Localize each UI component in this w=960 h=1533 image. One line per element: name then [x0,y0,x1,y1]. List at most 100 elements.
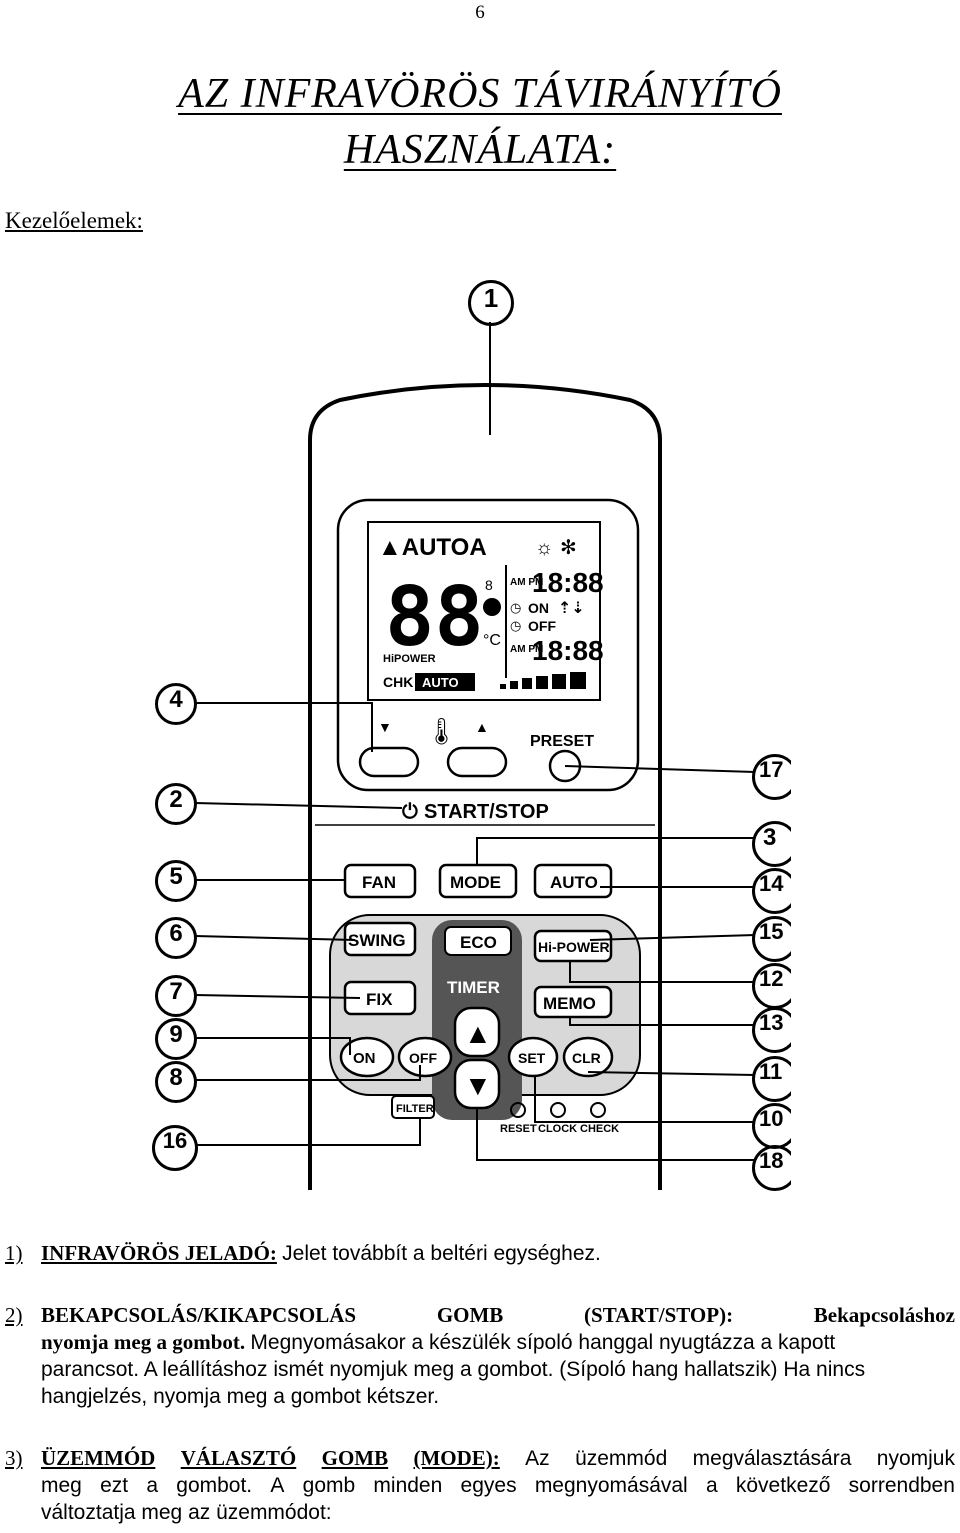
item-3-word: következő [735,1474,831,1497]
temp-up-button[interactable] [446,746,508,778]
reset-label: RESET [500,1123,537,1135]
item-3-word: gomb [302,1474,356,1497]
on-button[interactable]: ON [339,1036,395,1078]
controls-heading: Kezelőelemek: [5,208,143,233]
item-2-line-2: nyomja meg a gombot. Megnyomásakor a kés… [41,1330,836,1354]
lcd-auto: AUTO [422,675,459,690]
svg-text:MEMO: MEMO [543,994,596,1013]
item-2-lead: 2)BEKAPCSOLÁS/KIKAPCSOLÁS [5,1303,357,1327]
item-2-word: Bekapcsoláshoz [813,1303,955,1327]
start-stop-label: START/STOP [424,801,549,823]
item-3-line-3: változtatja meg az üzemmódot: [41,1501,332,1524]
item-3-word: megnyomásával [534,1474,688,1497]
item-3-lead: 3)ÜZEMMÓD [5,1446,156,1470]
item-3-word: GOMB [321,1446,389,1470]
thermometer-icon: 🌡 [425,716,458,746]
clock-icon-off: ◷ [510,618,521,633]
title-line-2: HASZNÁLATA: [343,127,617,173]
clock-button[interactable] [550,1102,566,1118]
fan-button[interactable]: FAN [343,863,417,899]
svg-text:ECO: ECO [460,933,497,952]
item-2: 2)BEKAPCSOLÁS/KIKAPCSOLÁS GOMB (START/ST… [5,1302,955,1410]
timer-down-button[interactable]: ▼ [453,1058,501,1110]
item-1: 1) INFRAVÖRÖS JELADÓ: Jelet továbbít a b… [5,1240,955,1267]
svg-text:AUTO: AUTO [550,873,598,892]
check-label: CHECK [580,1123,619,1135]
lcd-chk: CHK [383,674,413,690]
lcd-on: ON [528,600,549,616]
item-3-word: nyomjuk [876,1447,955,1470]
fix-button[interactable]: FIX [343,980,417,1016]
lcd-b: 8 [485,577,493,593]
reset-button[interactable] [510,1102,526,1118]
mode-button[interactable]: MODE [438,863,518,899]
callout-18: 18 [752,1145,791,1191]
hipower-button[interactable]: Hi-POWER [533,929,613,963]
item-3-word: megválasztására [692,1447,852,1470]
lcd-celsius: °C [483,632,501,649]
item-3-word: ezt [100,1474,129,1497]
item-3-word: üzemmód [575,1447,668,1470]
callout-3: 3 [752,821,791,867]
auto-button[interactable]: AUTO [533,863,613,899]
callout-15: 15 [752,916,791,962]
temp-down-button[interactable] [358,746,420,778]
item-1-text: Jelet továbbít a beltéri egységhez. [282,1242,601,1265]
item-2-word: (START/STOP): [584,1303,734,1327]
svg-text:CLR: CLR [572,1050,601,1066]
eco-button[interactable]: ECO [444,926,512,956]
lcd-screen [367,521,601,701]
filter-button[interactable]: FILTER [391,1095,435,1119]
item-3-word: Az [525,1447,550,1470]
set-button[interactable]: SET [507,1036,559,1078]
lcd-hipower: HiPOWER [383,653,436,665]
arrows-icon: ⇡⇣ [558,600,585,617]
power-icon: ⏻ [402,801,418,823]
item-2-line-3: parancsot. A leállításhoz ismét nyomjuk … [41,1358,866,1381]
item-3-word: A [270,1474,285,1497]
sun-icon: ☼ [535,537,553,559]
clock-icon-on: ◷ [510,600,521,615]
svg-text:SET: SET [518,1050,546,1066]
lcd-ampm-1: AM PM [510,577,543,588]
clr-button[interactable]: CLR [562,1036,614,1078]
callout-4: 4 [155,683,197,725]
callout-14: 14 [752,868,791,914]
preset-label: PRESET [530,733,594,750]
swing-button[interactable]: SWING [343,921,417,957]
lcd-p-indicator [483,598,501,616]
lcd-digits: 88 [385,570,484,665]
callout-17: 17 [752,754,791,800]
svg-text:Hi-POWER: Hi-POWER [538,939,610,955]
item-3-word: a [705,1474,718,1497]
callout-1: 1 [468,280,514,326]
remote-body [308,383,662,1190]
timer-up-button[interactable]: ▲ [453,1006,501,1058]
callout-16: 16 [152,1125,198,1171]
svg-text:FAN: FAN [362,873,396,892]
page-number: 6 [475,2,485,23]
temp-down-label: ▼ [378,719,392,735]
item-3-word: sorrendben [848,1474,955,1497]
svg-text:OFF: OFF [409,1050,437,1066]
item-3-word: (MODE): [413,1446,500,1470]
remote-control-figure: ▲AUTOA ☼ ✻ 88 8 °C HiPOWER AM PM 18:88 ◷… [140,260,791,1191]
item-3-word: a [146,1474,159,1497]
svg-text:SWING: SWING [348,931,406,950]
check-button[interactable] [590,1102,606,1118]
memo-button[interactable]: MEMO [533,985,613,1019]
svg-text:FILTER: FILTER [396,1103,434,1115]
off-button[interactable]: OFF [397,1036,453,1078]
display-panel [336,498,640,792]
item-2-word: GOMB [436,1303,504,1327]
lcd-clock-1: 18:88 [532,567,604,598]
callout-5: 5 [155,860,197,902]
callout-13: 13 [752,1007,791,1053]
lcd-auto-bg [415,673,475,691]
callout-12: 12 [752,963,791,1009]
item-1-number: 1) [5,1241,23,1265]
callout-7: 7 [155,975,197,1017]
clock-label: CLOCK [538,1123,577,1135]
item-2-line-4: hangjelzés, nyomja meg a gombot kétszer. [41,1385,440,1408]
callout-11: 11 [752,1056,791,1102]
